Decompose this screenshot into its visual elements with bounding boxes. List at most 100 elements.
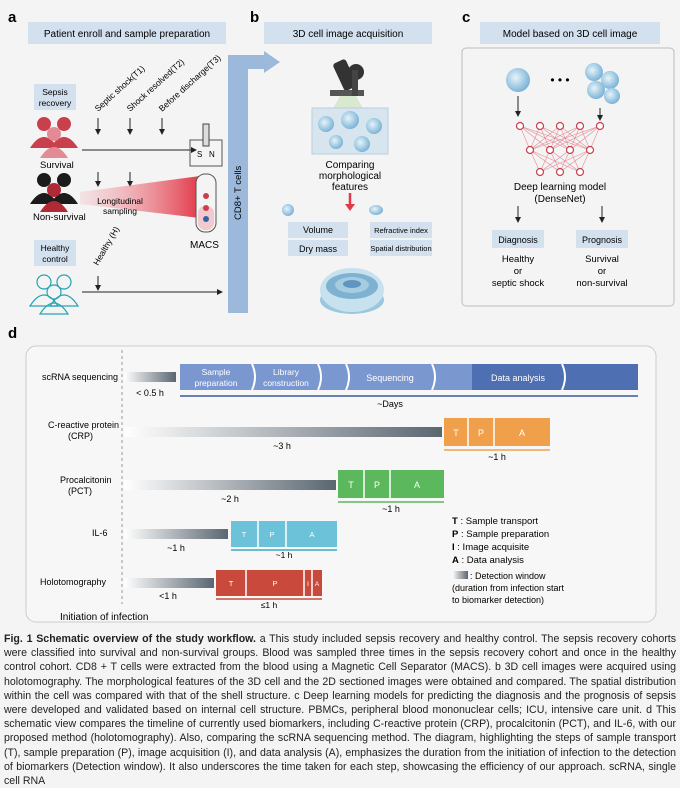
scrna-span-label: ~Days xyxy=(377,399,403,409)
caption-title: Fig. 1 Schematic overview of the study w… xyxy=(4,633,256,645)
nn-node xyxy=(535,167,545,177)
panel-c-letter: c xyxy=(462,9,470,26)
holo-window xyxy=(124,578,214,588)
il6-p: P xyxy=(269,530,274,539)
macs-label: MACS xyxy=(190,240,219,251)
comparing-label-1: Comparing xyxy=(326,160,375,171)
legend-window-swatch xyxy=(452,571,468,579)
il6-span-label: ~1 h xyxy=(276,550,293,560)
pct-p: P xyxy=(374,480,380,490)
feature-spatial-box xyxy=(370,240,432,256)
caption-text: a This study included sepsis recovery an… xyxy=(4,633,676,788)
crp-label-2: (CRP) xyxy=(68,431,93,441)
il6-label: IL-6 xyxy=(92,528,108,538)
nn-node xyxy=(515,121,525,131)
healthy-control-box xyxy=(34,240,76,266)
cells-icon xyxy=(318,111,382,152)
cell-2d-icon xyxy=(369,205,383,215)
crp-window xyxy=(124,427,442,437)
compare-arrowhead xyxy=(345,204,355,211)
dots: • • • xyxy=(550,73,569,87)
scrna-step-2b: construction xyxy=(263,378,309,388)
legend-window-1: : Detection window xyxy=(470,571,546,581)
macs-tube-icon: S N xyxy=(189,123,223,233)
feature-spatial: Spatial distribution xyxy=(370,244,431,253)
diagnosis-label: Diagnosis xyxy=(498,235,538,245)
panel-b-letter: b xyxy=(250,9,259,26)
nn-node xyxy=(535,121,545,131)
healthy-h-label: Healthy (H) xyxy=(91,225,121,267)
il6-t: T xyxy=(242,530,247,539)
sampling-beam xyxy=(80,176,200,218)
comparing-label-3: features xyxy=(332,182,368,193)
longitudinal-label-1: Longitudinal xyxy=(97,196,143,206)
pct-span-label: ~1 h xyxy=(382,504,400,514)
legend: T : Sample transport P : Sample preparat… xyxy=(452,516,565,605)
scrna-step-1b: preparation xyxy=(194,378,237,388)
panel-b-header: 3D cell image acquisition xyxy=(293,29,404,40)
survival-people-icon xyxy=(30,117,78,158)
scrna-label: scRNA sequencing xyxy=(42,372,118,382)
nn-edge xyxy=(559,149,591,173)
feature-ri: Refractive index xyxy=(374,226,428,235)
healthy-label-1: Healthy xyxy=(41,243,71,253)
panel-c-header-box xyxy=(480,22,660,44)
panel-c-frame xyxy=(461,47,675,307)
feature-volume-box xyxy=(288,222,348,238)
il6-window xyxy=(124,529,228,539)
prognosis-box xyxy=(576,230,628,248)
nn-edge xyxy=(549,125,601,151)
il6-a: A xyxy=(309,530,314,539)
sectioned-cell-icon xyxy=(320,268,384,314)
prognosis-out-2: or xyxy=(598,266,606,277)
scrna-analysis-bar xyxy=(472,364,638,390)
panel-d-letter: d xyxy=(8,325,17,342)
timepoint-t2: Shock resolved(T2) xyxy=(125,57,187,114)
cd8-bar xyxy=(228,55,248,313)
crp-a: A xyxy=(519,428,525,438)
healthy-people-icon xyxy=(28,274,80,315)
pct-t: T xyxy=(348,480,354,490)
nn-node xyxy=(545,145,555,155)
nn-edge xyxy=(529,125,601,151)
crp-p: P xyxy=(478,428,484,438)
nn-edge xyxy=(529,125,561,151)
nn-node xyxy=(585,145,595,155)
scrna-window-label: < 0.5 h xyxy=(136,388,164,398)
diagnosis-box xyxy=(492,230,544,248)
prognosis-label: Prognosis xyxy=(582,235,623,245)
nn-node xyxy=(555,167,565,177)
tube-s: S xyxy=(197,150,202,159)
scrna-window xyxy=(124,372,176,382)
nn-edge xyxy=(539,149,591,173)
scrna-step-4: Data analysis xyxy=(491,373,546,383)
panel-a-header: Patient enroll and sample preparation xyxy=(44,29,210,40)
feature-volume: Volume xyxy=(303,225,333,235)
legend-t: T : Sample transport xyxy=(452,516,538,527)
pct-a: A xyxy=(414,480,420,490)
microscope-icon xyxy=(330,59,364,110)
nn-node xyxy=(575,121,585,131)
longitudinal-label-2: sampling xyxy=(103,206,137,216)
single-cell-icon xyxy=(506,68,530,92)
panel-c-header: Model based on 3D cell image xyxy=(503,29,638,40)
panel-a-letter: a xyxy=(8,9,17,26)
model-label-1: Deep learning model xyxy=(514,182,606,193)
pct-label-1: Procalcitonin xyxy=(60,475,112,485)
scrna-separators xyxy=(251,363,566,391)
neural-network-icon xyxy=(515,121,605,177)
holo-p: P xyxy=(272,579,277,588)
nn-edge xyxy=(539,149,571,173)
panel-a-header-box xyxy=(28,22,226,44)
diagnosis-out-1: Healthy xyxy=(502,254,534,265)
il6-bar xyxy=(231,521,337,547)
diagnosis-out-3: septic shock xyxy=(492,278,545,289)
pct-label-2: (PCT) xyxy=(68,486,92,496)
sepsis-recovery-box xyxy=(34,84,76,110)
scrna-step-2a: Library xyxy=(273,367,300,377)
timepoint-t3: Before discharge(T3) xyxy=(157,53,223,114)
pct-bar xyxy=(338,470,444,498)
holo-span-label: ≤1 h xyxy=(261,600,278,610)
pct-window-label: ~2 h xyxy=(221,494,239,504)
feature-ri-box xyxy=(370,222,432,238)
